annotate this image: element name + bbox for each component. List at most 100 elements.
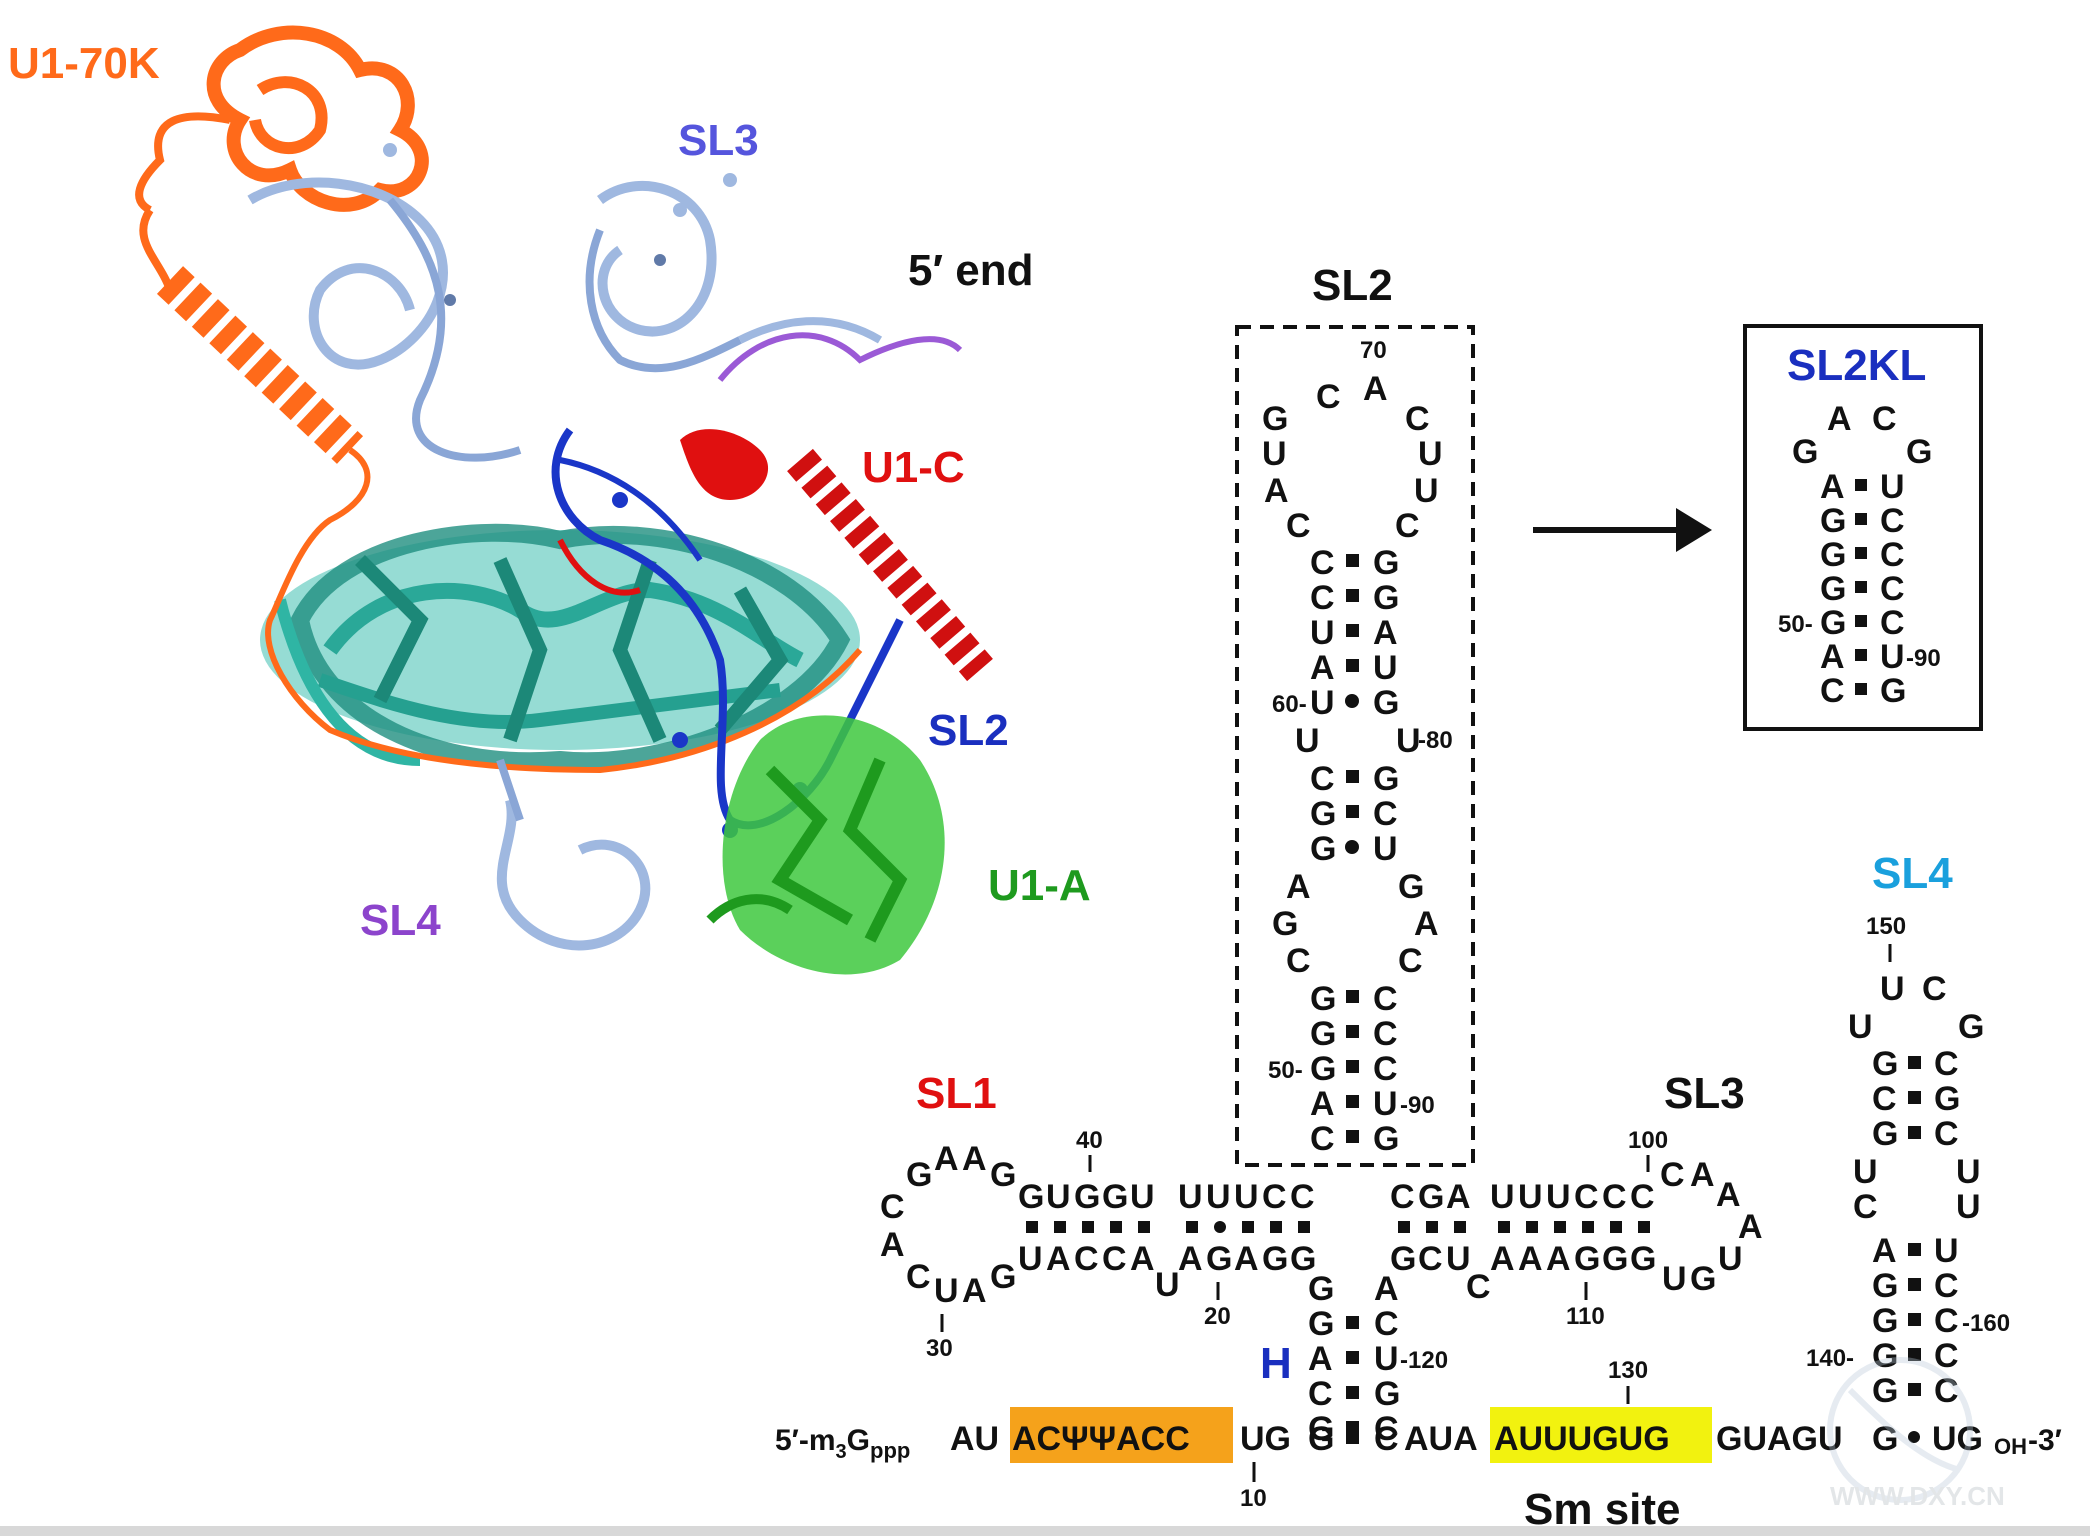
nt: U — [1880, 970, 1905, 1008]
nt: G — [1574, 1240, 1600, 1278]
base-pair — [1346, 554, 1359, 567]
sl2-dashed-box — [1235, 325, 1475, 1167]
nt: U — [934, 1272, 959, 1310]
nt: C — [1395, 507, 1420, 545]
nt: A — [1490, 1240, 1515, 1278]
nt: A — [1310, 649, 1335, 687]
nt: U — [1373, 1085, 1398, 1123]
base-pair — [1908, 1056, 1921, 1069]
nt: G — [1308, 1410, 1334, 1448]
base-pair — [1855, 683, 1867, 695]
nt: C — [1262, 1178, 1287, 1216]
base-pair — [1855, 649, 1867, 661]
nt: C — [1630, 1178, 1655, 1216]
base-pair — [1582, 1221, 1594, 1233]
nt: C — [1373, 1050, 1398, 1088]
nt: G — [1290, 1240, 1316, 1278]
label-sl2kl: SL2KL — [1787, 341, 1926, 390]
nt: U — [1662, 1260, 1687, 1298]
nt: U — [1206, 1178, 1231, 1216]
label-h: H — [1260, 1339, 1292, 1388]
nt: U — [1418, 435, 1443, 473]
base-pair — [1498, 1221, 1510, 1233]
label-u1-c: U1-C — [862, 443, 965, 492]
nt: C — [1374, 1410, 1399, 1448]
gu-pair — [1214, 1221, 1226, 1233]
sl1-num-40: 40 — [1076, 1127, 1103, 1154]
nt: G — [1958, 1008, 1984, 1046]
base-pair — [1398, 1221, 1410, 1233]
sl3-num-100: 100 — [1628, 1127, 1668, 1154]
nt: C — [1820, 672, 1845, 710]
nt: C — [1880, 570, 1905, 608]
nt: G — [1374, 1375, 1400, 1413]
nt: A — [1178, 1240, 1203, 1278]
base-pair — [1426, 1221, 1438, 1233]
sl2-nucleotides: 70 G C A C U U C U A C C C U A U G G A U… — [1262, 337, 1453, 1158]
nt: U — [1880, 468, 1905, 506]
watermark-logo: WWW.DXY.CN — [1827, 1357, 2005, 1511]
nt: C — [1390, 1178, 1415, 1216]
base-pair — [1026, 1221, 1038, 1233]
strand-after: GUAGU — [1716, 1420, 1843, 1458]
nt: U — [1234, 1178, 1259, 1216]
nt: G — [1872, 1302, 1898, 1340]
strand-3prime: -3′ — [2028, 1424, 2062, 1457]
nt: C — [1310, 544, 1335, 582]
base-pair — [1855, 615, 1867, 627]
base-pair — [1186, 1221, 1198, 1233]
nt: U — [1880, 638, 1905, 676]
base-pair — [1908, 1348, 1921, 1361]
nt: A — [934, 1140, 959, 1178]
base-pair — [1855, 513, 1867, 525]
nt: C — [880, 1188, 905, 1226]
base-pair — [1346, 1095, 1359, 1108]
nt: A — [962, 1140, 987, 1178]
nt: G — [1820, 570, 1846, 608]
base-pair — [1526, 1221, 1538, 1233]
nt: G — [1418, 1178, 1444, 1216]
label-sl3: SL3 — [1664, 1069, 1745, 1118]
sl3-nucleotides: 100 C G A U U U C C C G C U A A A G G G … — [1390, 1127, 1763, 1330]
base-pair — [1346, 1386, 1359, 1399]
nt: G — [1792, 433, 1818, 471]
nt: G — [1310, 980, 1336, 1018]
sl2-num-50: 50- — [1268, 1057, 1303, 1084]
sl2kl-num-90: -90 — [1906, 645, 1941, 672]
sl4-num-150: 150 — [1866, 913, 1906, 940]
base-pair — [1138, 1221, 1150, 1233]
nt: G — [1102, 1178, 1128, 1216]
base-pair — [1346, 1130, 1359, 1143]
nt: G — [1074, 1178, 1100, 1216]
nt: C — [1880, 536, 1905, 574]
nt: G — [1872, 1115, 1898, 1153]
base-pair — [1908, 1313, 1921, 1326]
base-pair — [1346, 990, 1359, 1003]
strand-orange-seq: ACΨΨACC — [1012, 1420, 1190, 1458]
nt: U — [1046, 1178, 1071, 1216]
base-pair — [1855, 479, 1867, 491]
nt: A — [1234, 1240, 1259, 1278]
nt: C — [1286, 942, 1311, 980]
nt: U — [1310, 614, 1335, 652]
strand-num-10: 10 — [1240, 1485, 1267, 1512]
nt: A — [1308, 1340, 1333, 1378]
nt: U — [1178, 1178, 1203, 1216]
nt: C — [1308, 1375, 1333, 1413]
nt: G — [1310, 795, 1336, 833]
nt: G — [1308, 1420, 1334, 1458]
nt: G — [1880, 672, 1906, 710]
label-sl2-structure: SL2 — [928, 706, 1009, 755]
nt: U — [1396, 722, 1421, 760]
nt: G — [1820, 536, 1846, 574]
nt: U — [1853, 1153, 1878, 1191]
nt: G — [1373, 1120, 1399, 1158]
nt: G — [1018, 1178, 1044, 1216]
sl2kl-num-50: 50- — [1778, 611, 1813, 638]
nt: G — [1373, 579, 1399, 617]
nt: G — [1308, 1270, 1334, 1308]
base-pair — [1908, 1383, 1921, 1396]
base-pair — [1610, 1221, 1622, 1233]
nt: C — [1880, 502, 1905, 540]
sl4-num-160: -160 — [1962, 1310, 2010, 1337]
